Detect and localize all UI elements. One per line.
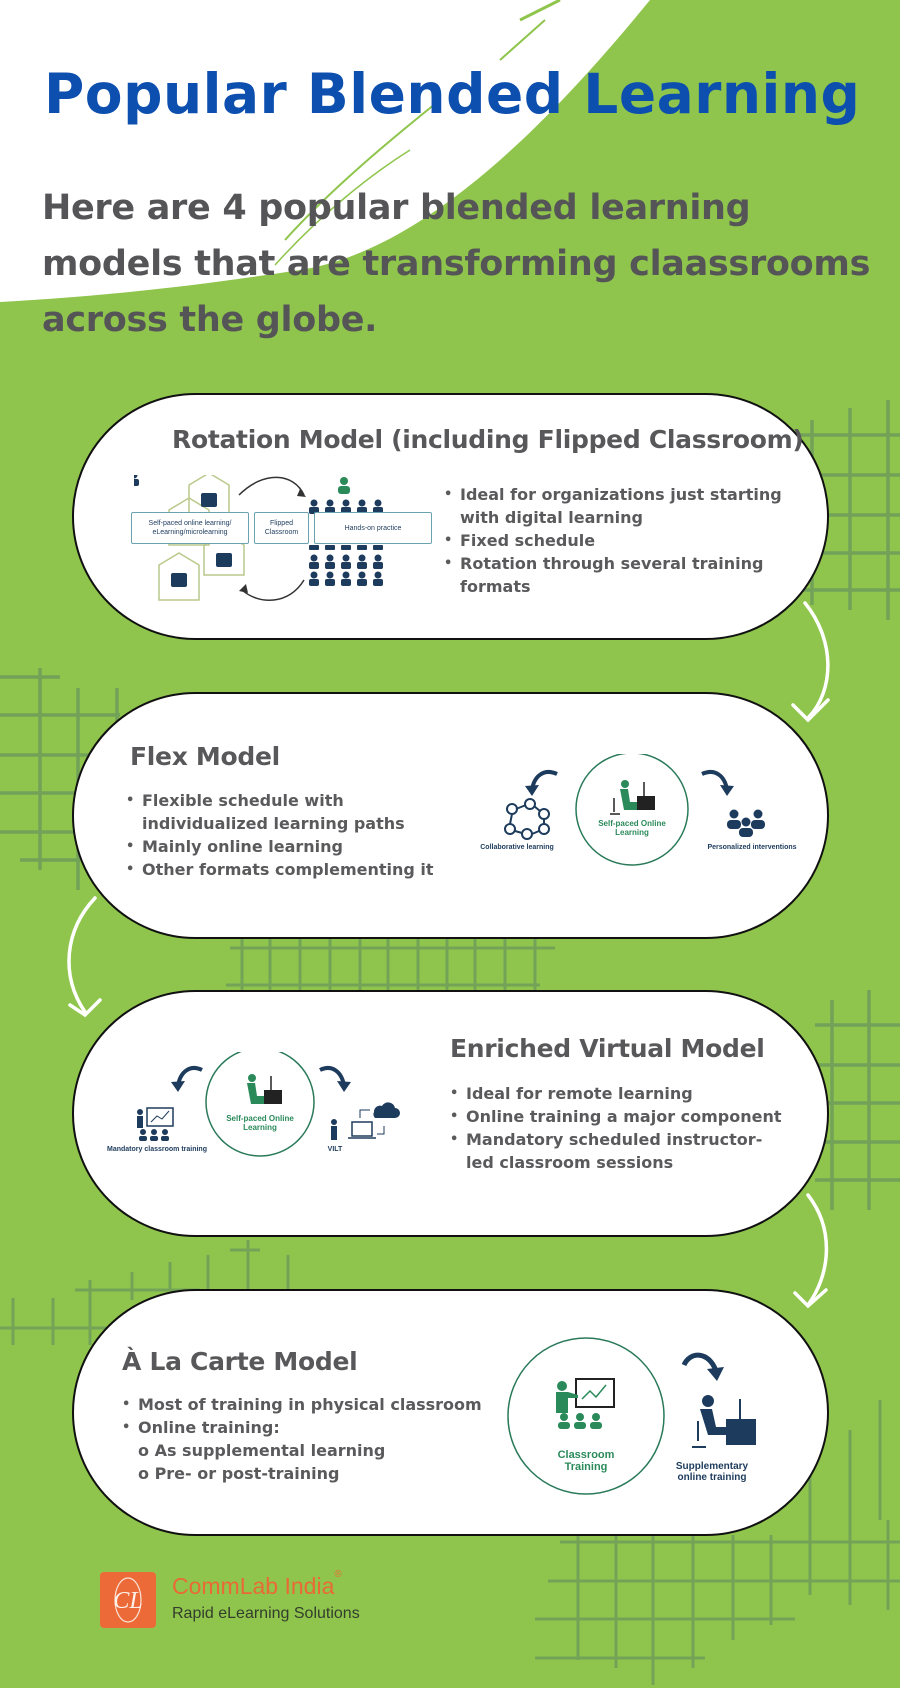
a-la-carte-bullets: Most of training in physical classroom O… <box>122 1393 482 1485</box>
left-label: Collaborative learning <box>480 844 554 851</box>
page-title: Popular Blended Learning <box>44 62 861 126</box>
right-label: VILT <box>327 1146 343 1153</box>
bullet-item: Most of training in physical classroom <box>122 1393 482 1416</box>
card-title: Flex Model <box>130 742 280 771</box>
cl-monogram-icon: CL <box>113 1577 143 1623</box>
card-title: À La Carte Model <box>122 1347 358 1376</box>
house-laptop-icon <box>129 471 383 601</box>
desk-learner-icon <box>610 780 655 815</box>
brand-name: CommLab India® <box>172 1569 342 1600</box>
cycle-arrow-icon <box>238 476 305 601</box>
right-label: Supplementary online training <box>675 1461 749 1483</box>
collaborative-network-icon <box>504 798 550 840</box>
brand-text: CommLab India <box>172 1573 335 1599</box>
flex-diagram: Self-paced Online Learning Collaborative… <box>480 754 802 874</box>
card-title: Rotation Model (including Flipped Classr… <box>172 425 804 454</box>
a-la-carte-model-card: À La Carte Model Most of training in phy… <box>72 1289 829 1536</box>
flipped-classroom-box: Flipped Classroom <box>254 512 309 544</box>
page-subtitle: Here are 4 popular blended learning mode… <box>42 188 871 340</box>
presenter-classroom-icon <box>137 1107 174 1141</box>
bullet-item: Online training: <box>122 1416 482 1439</box>
bullet-item: Fixed schedule <box>444 529 784 552</box>
center-label: Self-paced Online Learning <box>598 819 666 837</box>
bullet-item: Ideal for organizations just starting wi… <box>444 483 784 529</box>
bullet-item: Other formats complementing it <box>126 858 456 881</box>
bullet-item: Rotation through several training format… <box>444 552 784 598</box>
grid-texture-6 <box>535 1400 900 1685</box>
rotation-bullets: Ideal for organizations just starting wi… <box>444 483 784 598</box>
classroom-grid-icon <box>129 471 139 486</box>
vilt-cloud-laptop-icon <box>331 1102 400 1140</box>
classroom-training-icon <box>556 1378 615 1429</box>
enriched-bullets: Ideal for remote learning Online trainin… <box>450 1082 790 1174</box>
instructor-icon <box>338 477 350 494</box>
right-label: Personalized interventions <box>707 844 797 851</box>
hands-on-practice-box: Hands-on practice <box>314 512 432 544</box>
brand-tagline: Rapid eLearning Solutions <box>172 1605 360 1622</box>
grid-texture-3 <box>226 938 555 990</box>
flex-bullets: Flexible schedule with individualized le… <box>126 789 456 881</box>
center-label: Self-paced Online Learning <box>226 1114 294 1132</box>
desk-learner-icon <box>247 1074 282 1104</box>
rotation-diagram: Self-paced online learning/ eLearning/mi… <box>129 471 464 605</box>
bullet-item: Mandatory scheduled instructor-led class… <box>450 1128 790 1174</box>
svg-text:CL: CL <box>113 1588 142 1614</box>
a-la-carte-diagram: Classroom Training Supplementary online … <box>494 1331 814 1501</box>
center-label: Classroom Training <box>557 1449 615 1473</box>
self-paced-box: Self-paced online learning/ eLearning/mi… <box>131 512 249 544</box>
sub-bullet-item: o As supplemental learning <box>138 1441 386 1460</box>
enriched-virtual-model-card: Enriched Virtual Model Ideal for remote … <box>72 990 829 1237</box>
flex-model-card: Flex Model Flexible schedule with indivi… <box>72 692 829 939</box>
sub-bullet-item: o Pre- or post-training <box>138 1464 340 1483</box>
grid-texture-4 <box>815 990 900 1210</box>
card-title: Enriched Virtual Model <box>450 1034 765 1063</box>
registered-mark: ® <box>334 1569 342 1580</box>
bullet-item: Flexible schedule with individualized le… <box>126 789 456 835</box>
enriched-diagram: Self-paced Online Learning Mandatory cla… <box>102 1052 422 1172</box>
grid-texture-5 <box>0 1240 290 1345</box>
curved-arrow-icon <box>681 1352 719 1373</box>
people-group-icon <box>727 809 765 837</box>
rotation-model-card: Rotation Model (including Flipped Classr… <box>72 393 829 640</box>
bullet-item: Ideal for remote learning <box>450 1082 790 1105</box>
bullet-item: Mainly online learning <box>126 835 456 858</box>
flow-arrows <box>67 601 830 1309</box>
left-label: Mandatory classroom training <box>107 1146 207 1153</box>
commlab-logo-mark: CL <box>100 1572 156 1628</box>
bullet-item: Online training a major component <box>450 1105 790 1128</box>
supplementary-learner-icon <box>692 1395 756 1448</box>
